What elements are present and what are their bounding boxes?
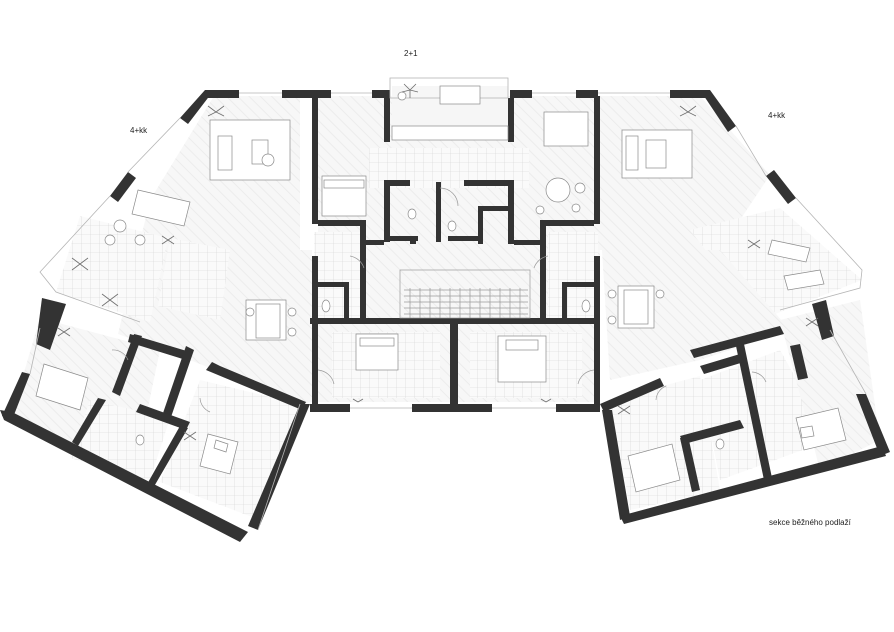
plan-caption: sekce běžného podlaží [769,518,851,527]
floor-areas [10,86,880,520]
furniture [35,85,847,493]
plants [57,83,819,441]
unit-label-4kk-right: 4+kk [768,111,786,120]
unit-label-4kk-left: 4+kk [130,126,148,135]
walls [0,90,890,542]
unit-label-2plus1: 2+1 [404,49,418,58]
glazing [29,77,867,531]
